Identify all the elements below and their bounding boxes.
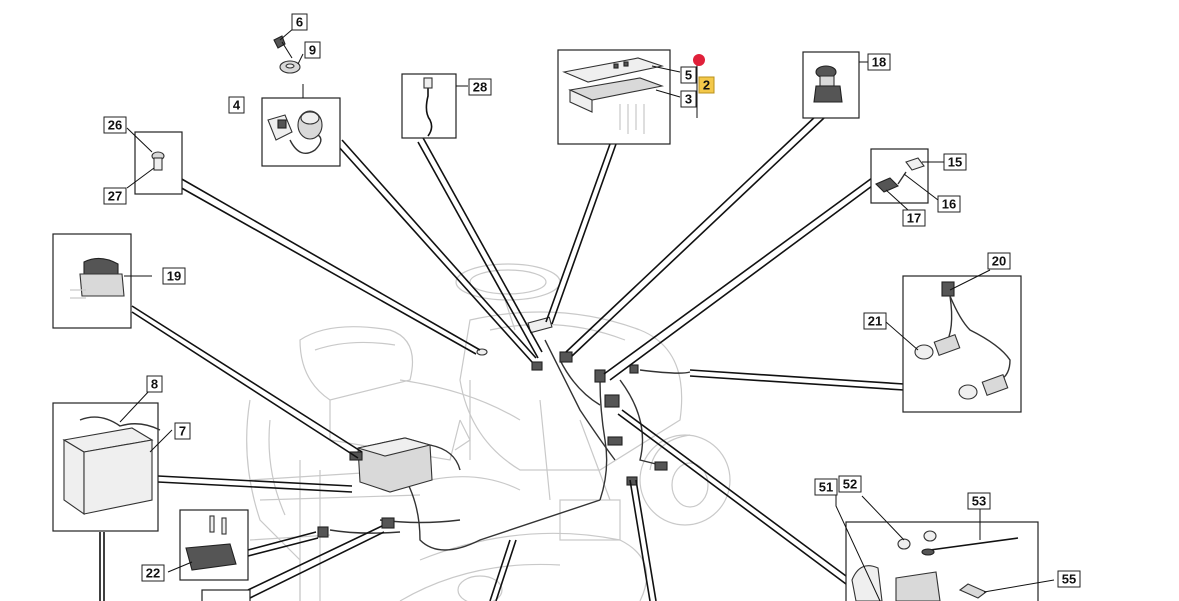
svg-text:8: 8 <box>151 377 158 392</box>
key-nut <box>279 53 304 74</box>
svg-text:21: 21 <box>868 314 882 329</box>
part-label-19[interactable]: 19 <box>162 267 186 285</box>
cable-detail <box>401 73 468 139</box>
ignition-switch-detail <box>261 84 341 167</box>
part-label-18[interactable]: 18 <box>867 53 891 71</box>
part-label-26[interactable]: 26 <box>103 116 127 134</box>
svg-text:18: 18 <box>872 55 886 70</box>
fuse-holder-detail <box>835 490 1055 601</box>
svg-text:55: 55 <box>1062 572 1076 587</box>
part-label-52[interactable]: 52 <box>838 475 862 493</box>
part-label-51[interactable]: 51 <box>814 478 838 496</box>
part-label-6[interactable]: 6 <box>291 13 308 31</box>
part-label-4[interactable]: 4 <box>228 96 245 114</box>
svg-text:27: 27 <box>108 189 122 204</box>
svg-text:4: 4 <box>233 98 241 113</box>
headlight-detail <box>885 269 1022 413</box>
part-label-28[interactable]: 28 <box>468 78 492 96</box>
partial-detail-box <box>201 589 251 601</box>
dashboard-detail <box>557 49 698 145</box>
part-label-20[interactable]: 20 <box>987 252 1011 270</box>
part-label-7[interactable]: 7 <box>174 422 191 440</box>
rocker-switch-detail <box>52 233 152 329</box>
svg-text:9: 9 <box>309 43 316 58</box>
harness-connectors <box>317 316 668 538</box>
battery-on-tractor <box>349 437 433 493</box>
svg-text:15: 15 <box>948 155 962 170</box>
svg-text:53: 53 <box>972 494 986 509</box>
svg-text:16: 16 <box>942 197 956 212</box>
part-label-53[interactable]: 53 <box>967 492 991 510</box>
svg-text:6: 6 <box>296 15 303 30</box>
part-label-17[interactable]: 17 <box>902 209 926 227</box>
svg-text:22: 22 <box>146 566 160 581</box>
part-label-15[interactable]: 15 <box>943 153 967 171</box>
svg-text:3: 3 <box>685 92 692 107</box>
svg-text:19: 19 <box>167 269 181 284</box>
highlight-marker <box>693 54 705 66</box>
svg-text:5: 5 <box>685 68 692 83</box>
svg-text:20: 20 <box>992 254 1006 269</box>
pto-switch-detail <box>802 51 868 119</box>
svg-text:51: 51 <box>819 480 833 495</box>
svg-text:7: 7 <box>179 424 186 439</box>
part-label-3[interactable]: 3 <box>680 90 697 108</box>
part-label-8[interactable]: 8 <box>146 375 163 393</box>
svg-text:2: 2 <box>703 78 710 93</box>
battery-detail <box>52 389 173 532</box>
micro-switch-detail <box>167 509 249 581</box>
svg-text:28: 28 <box>473 80 487 95</box>
harness-leaders <box>99 113 905 601</box>
svg-text:26: 26 <box>108 118 122 133</box>
svg-text:52: 52 <box>843 477 857 492</box>
part-label-27[interactable]: 27 <box>103 187 127 205</box>
part-label-22[interactable]: 22 <box>141 564 165 582</box>
part-label-16[interactable]: 16 <box>937 195 961 213</box>
fuse-detail <box>126 127 183 195</box>
part-label-5[interactable]: 5 <box>680 66 697 84</box>
part-label-9[interactable]: 9 <box>304 41 321 59</box>
ignition-key <box>273 27 295 59</box>
svg-text:17: 17 <box>907 211 921 226</box>
part-label-21[interactable]: 21 <box>863 312 887 330</box>
connector-detail <box>870 148 944 211</box>
part-label-55[interactable]: 55 <box>1057 570 1081 588</box>
part-label-2[interactable]: 2 <box>698 76 715 94</box>
